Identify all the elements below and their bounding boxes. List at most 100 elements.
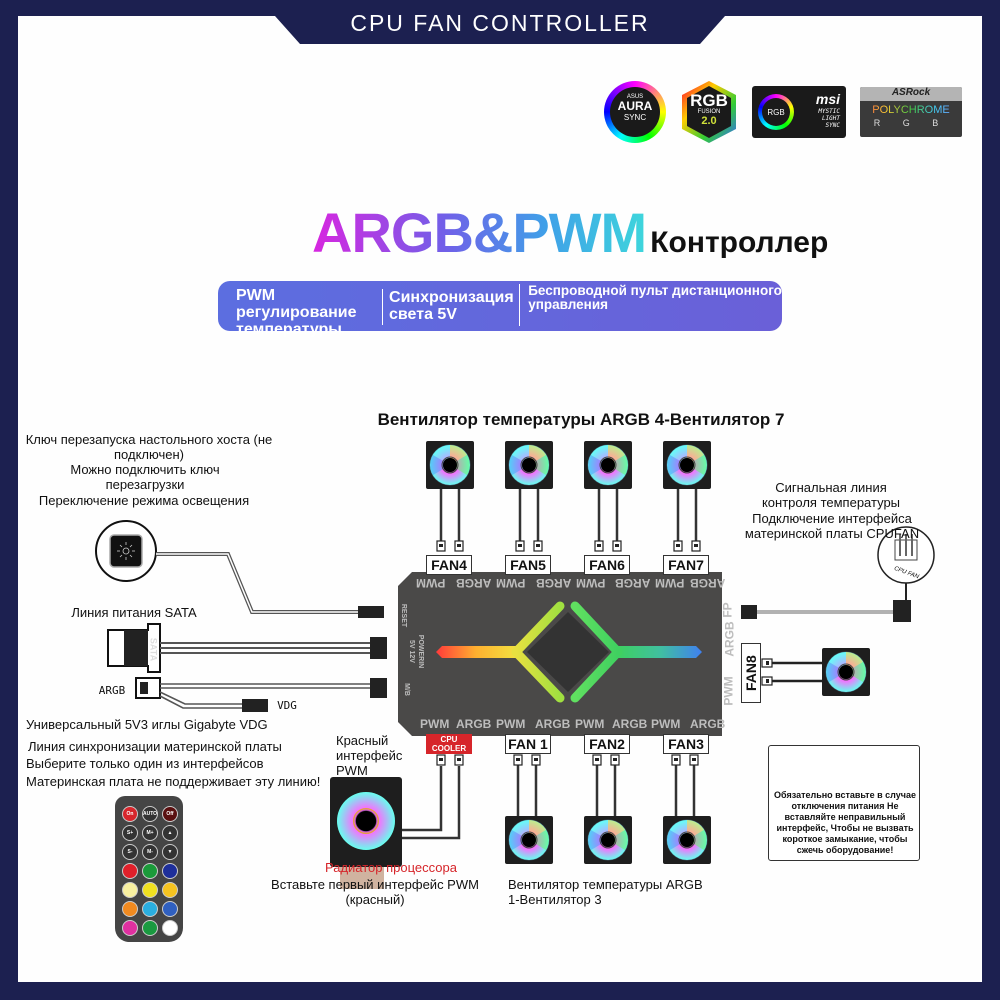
remote-button[interactable] bbox=[162, 901, 178, 917]
pwm-side-label: PWM bbox=[721, 676, 736, 706]
sata-connector bbox=[107, 623, 161, 673]
remote-button[interactable] bbox=[142, 920, 158, 936]
logo-text: R G B bbox=[873, 118, 949, 128]
headline-main: ARGB&PWM bbox=[312, 201, 647, 264]
light-mode-button bbox=[95, 520, 157, 582]
cpu-cooler bbox=[330, 777, 402, 889]
remote-button[interactable]: ▲ bbox=[162, 825, 178, 841]
cpu-fan-header-icon: CPU FAN bbox=[877, 526, 935, 584]
fan-8 bbox=[821, 647, 871, 697]
sata-cable bbox=[160, 642, 370, 654]
top-fans bbox=[425, 440, 712, 490]
pin-label-pwm: PWM bbox=[576, 576, 606, 590]
pin-label-pwm: PWM bbox=[420, 717, 450, 731]
argb-caption: ARGB bbox=[98, 684, 126, 697]
pin-label-pwm: PWM bbox=[416, 576, 446, 590]
headline-suffix: Контроллер bbox=[650, 226, 829, 259]
logo-text: POLYCHROME bbox=[860, 104, 962, 116]
fan-1 bbox=[504, 815, 554, 865]
logo-text: FUSION bbox=[697, 109, 721, 115]
fan-2 bbox=[583, 815, 633, 865]
port-fan1: FAN 1 bbox=[505, 734, 551, 754]
pin-label-argb: ARGB bbox=[456, 717, 492, 731]
remote-button[interactable] bbox=[142, 863, 158, 879]
remote-button[interactable]: ▼ bbox=[162, 844, 178, 860]
remote-button[interactable]: On bbox=[122, 806, 138, 822]
header-tab: CPU FAN CONTROLLER bbox=[0, 0, 1000, 46]
feature-remote: Беспроводной пульт дистанционного управл… bbox=[519, 284, 782, 326]
universal-caption-1: Универсальный 5V3 иглы Gigabyte VDG bbox=[26, 717, 268, 732]
pin-label-pwm: PWM bbox=[496, 717, 526, 731]
reset-connector bbox=[358, 606, 384, 618]
logo-text: SYNC bbox=[825, 122, 840, 129]
vdg-connector bbox=[242, 699, 268, 712]
sata-line-caption: Линия питания SATA bbox=[71, 605, 197, 620]
port-fan3: FAN3 bbox=[663, 734, 709, 754]
remote-button[interactable]: M+ bbox=[142, 825, 158, 841]
port-fan5: FAN5 bbox=[505, 555, 551, 575]
argb-hub-connector bbox=[370, 678, 387, 698]
cpufan-plug bbox=[893, 600, 911, 622]
reset-key-caption-3: Переключение режима освещения bbox=[38, 493, 250, 508]
radiator-caption: Радиатор процессора bbox=[324, 860, 457, 875]
top-fans-caption: Вентилятор температуры ARGB 4-Вентилятор… bbox=[377, 410, 785, 429]
fan-7 bbox=[662, 440, 712, 490]
headline: ARGB&PWM Контроллер bbox=[312, 200, 828, 265]
logo-text: msi bbox=[815, 91, 840, 107]
remote-button[interactable] bbox=[142, 882, 158, 898]
logo-text: SYNC bbox=[623, 113, 647, 122]
argb-cable bbox=[159, 683, 370, 709]
signal-caption-1: Сигнальная линия контроля температуры bbox=[761, 480, 901, 510]
pin-label-argb: ARGB bbox=[456, 576, 492, 590]
remote-button[interactable] bbox=[122, 920, 138, 936]
remote-button[interactable] bbox=[122, 863, 138, 879]
fan-6 bbox=[583, 440, 633, 490]
feature-sync: Синхронизация света 5V bbox=[382, 289, 519, 325]
power-volts-label: 5V 12V bbox=[407, 640, 415, 663]
remote-button[interactable]: AUTO bbox=[142, 806, 158, 822]
feature-pwm: PWM регулирование температуры bbox=[236, 287, 357, 338]
remote-button[interactable]: Off bbox=[162, 806, 178, 822]
sata-hub-connector bbox=[370, 637, 387, 659]
pin-label-argb: ARGB bbox=[536, 576, 572, 590]
pin-label-pwm: PWM bbox=[651, 717, 681, 731]
red-pwm-caption: Красный интерфейс PWM bbox=[336, 733, 403, 778]
logo-text: MYSTIC bbox=[818, 108, 840, 115]
remote-button[interactable] bbox=[122, 901, 138, 917]
port-fan2: FAN2 bbox=[584, 734, 630, 754]
feature-bar: PWM регулирование температуры Синхрониза… bbox=[218, 281, 782, 338]
hexagon-shape bbox=[682, 81, 736, 143]
remote-button[interactable]: S+ bbox=[122, 825, 138, 841]
remote-button[interactable]: S- bbox=[122, 844, 138, 860]
port-cpu-cooler: CPU COOLER bbox=[426, 734, 472, 754]
asus-aura-sync-logo: ASUS AURA SYNC bbox=[604, 81, 666, 143]
pin-label-pwm: PWM bbox=[655, 576, 685, 590]
port-fan7: FAN7 bbox=[663, 555, 709, 575]
remote-button[interactable] bbox=[162, 882, 178, 898]
fan8-cables bbox=[768, 661, 825, 683]
fp-pin-label: FP bbox=[720, 602, 735, 618]
header-tab-shape bbox=[0, 0, 1000, 44]
bottom-fan-plugs bbox=[513, 754, 699, 766]
remote-button[interactable] bbox=[162, 920, 178, 936]
sata-plug-text: SATA bbox=[148, 637, 159, 662]
remote-button[interactable]: M- bbox=[142, 844, 158, 860]
logo-text: ASRock bbox=[860, 87, 962, 101]
reset-cable bbox=[156, 552, 360, 614]
warning-text: Обязательно вставьте в случае отключения… bbox=[774, 790, 916, 855]
universal-caption-2: Линия синхронизации материнской платы bbox=[28, 739, 282, 754]
port-fan6: FAN6 bbox=[584, 555, 630, 575]
compatibility-logos: ASUS AURA SYNC RGB FUSION 2.0 RGB msi MY… bbox=[604, 80, 962, 144]
bottom-fan-cables bbox=[516, 760, 696, 818]
pin-label-argb: ARGB bbox=[612, 717, 648, 731]
universal-caption-3: Выберите только один из интерфейсов bbox=[26, 756, 264, 771]
bottom-fans bbox=[504, 815, 712, 865]
remote-button[interactable] bbox=[162, 863, 178, 879]
port-fan4: FAN4 bbox=[426, 555, 472, 575]
remote-button[interactable] bbox=[122, 882, 138, 898]
pin-label-pwm: PWM bbox=[575, 717, 605, 731]
remote-button[interactable] bbox=[142, 901, 158, 917]
top-fan-plugs bbox=[436, 540, 701, 552]
reset-key-caption-1: Ключ перезапуска настольного хоста (не п… bbox=[25, 432, 273, 462]
